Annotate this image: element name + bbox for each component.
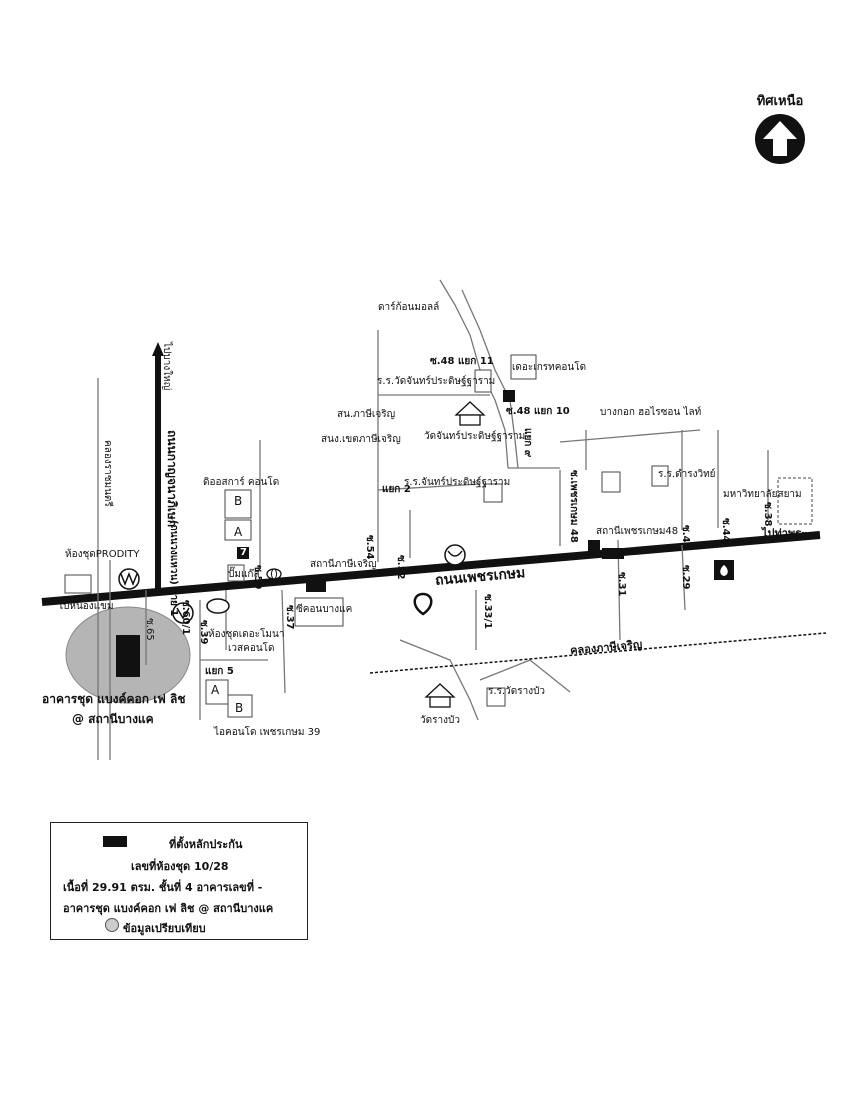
legend-collateral: ที่ตั้งหลักประกัน <box>169 838 243 851</box>
school-rangbua-label: ร.ร.วัดรางบัว <box>488 686 546 697</box>
seacon-label: ซีคอนบางแค <box>296 604 353 615</box>
soi-48-label: ซ.เพชรเกษม 48 <box>568 470 579 543</box>
yaek-2-label: แยก 2 <box>382 484 411 495</box>
scb-logo-icon <box>118 568 140 590</box>
kasikorn-logo-icon <box>444 544 466 566</box>
ratchamontri-canal-label: คลองราชมนตรี <box>102 440 113 507</box>
legend-room-no: เลขที่ห้องชุด 10/28 <box>131 860 229 873</box>
kanchana-arrow-head <box>152 342 164 356</box>
north-arrow-icon <box>755 114 805 164</box>
siam-uni-label: มหาวิทยาลัยสยาม <box>723 489 802 500</box>
bangkok-horizon-label: บางกอก ฮอไรซอน ไลท์ <box>600 407 702 418</box>
bangkok-bank-logo-icon <box>413 592 433 616</box>
seven-eleven-icon-3 <box>588 540 600 552</box>
wat-rangbua-label: วัดรางบัว <box>420 715 460 726</box>
dark-moon-label: ดาร์ก้อนมอลล์ <box>378 302 440 313</box>
soi-39-label: ซ.39 <box>198 620 209 645</box>
soi-31-label: ซ.31 <box>616 572 627 597</box>
school-chan-label: ร.ร.จันทร์ประดิษฐ์ฐาราม <box>404 477 511 488</box>
phasi-station-marker <box>306 581 326 592</box>
phetkasem-road <box>41 531 821 606</box>
kanchana-road-suffix: (ถนนวงแหวน) สาย 1 <box>168 520 179 617</box>
to-thapra-label: ไปท่าพระ <box>762 527 808 540</box>
soi-37-label: ซ.37 <box>284 605 295 630</box>
i-condo-b-label: B <box>235 701 244 715</box>
soi-44-label: ซ.44 <box>720 518 731 543</box>
phasi-station-label: สถานีภาษีเจริญ <box>310 559 377 570</box>
phetkasem48-station-label: สถานีเพชรเกษม48 <box>596 526 679 537</box>
the-mina-label: ห้องชุดเดอะโมนา <box>208 629 285 640</box>
wat-chan-label: วัดจันทร์ประดิษฐ์ฐาราม <box>424 431 526 442</box>
d-condo-label: ดิออสการ์ คอนโด <box>203 477 280 488</box>
the-gate-label: เดอะเกรทคอนโด <box>512 362 587 373</box>
phasi-office-label: สน.ภาษีเจริญ <box>337 409 396 420</box>
i-condo-a-label: A <box>211 683 220 697</box>
soi-48-11-label: ซ.48 แยก 11 <box>430 356 494 367</box>
to-nongkhaem-label: ไปหนองแขม <box>58 601 114 612</box>
temple-icon-wat-chan <box>454 401 486 426</box>
legend-building: อาคารชุด แบงค์คอก เฟ ลิช @ สถานีบางแค <box>63 902 274 915</box>
legend-comparison-swatch <box>105 918 119 932</box>
building-outlines <box>64 354 813 718</box>
school-darunwit-label: ร.ร.ดำรงวิทย์ <box>658 469 716 480</box>
esso-logo-icon <box>206 598 230 614</box>
soi-46-label: ซ.46 <box>680 525 691 550</box>
temple-icon-wat-rangbua <box>424 683 456 708</box>
subject-title: อาคารชุด แบงค์คอก เฟ ลิช <box>42 692 186 706</box>
phetkasem48-station-marker <box>602 548 624 559</box>
north-label: ทิศเหนือ <box>756 94 804 109</box>
phasi-district-label: สนง.เขตภาษีเจริญ <box>321 434 401 445</box>
seven-eleven-label: 7 <box>240 547 247 558</box>
soi-48-10-label: ซ.48 แยก 10 <box>506 406 570 417</box>
krungthai-logo-icon <box>172 602 194 624</box>
the-mina2-label: เวสคอนโด <box>228 643 275 654</box>
soi-52-label: ซ.52 <box>395 555 406 580</box>
phasi-charoen-canal <box>369 632 827 674</box>
seven-eleven-icon-2 <box>503 390 515 402</box>
soi-29-label: ซ.29 <box>680 565 691 590</box>
soi-38-label: ซ.38 <box>762 502 773 527</box>
school-wat-chan-label: ร.ร.วัดจันทร์ประดิษฐ์ฐาราม <box>377 376 496 387</box>
kanchana-road-label: ถนนกาญจนาภิเษก <box>165 430 179 528</box>
legend-comparison: ข้อมูลเปรียบเทียบ <box>123 922 206 935</box>
seven-eleven-icon-1 <box>237 547 249 559</box>
to-bangyai-label: ไปบางใหญ่ <box>161 342 172 391</box>
legend-collateral-swatch <box>103 836 127 847</box>
yaek-5-label: แยก 5 <box>205 666 234 677</box>
north-indicator: ทิศเหนือ <box>750 95 810 170</box>
gas-station-label: ปั๊มแก๊ส <box>228 569 260 580</box>
subject-subtitle: @ สถานีบางแค <box>72 712 154 726</box>
prodity-label: ห้องชุดPRODITY <box>65 549 140 560</box>
soi-54-label: ซ.54 <box>364 535 375 560</box>
toyota-logo-icon <box>266 568 282 580</box>
i-condo-label: ไอคอนโด เพชรเกษม 39 <box>214 727 321 738</box>
minor-roads <box>97 279 769 760</box>
d-condo-b-label: B <box>234 494 243 508</box>
legend-box: ที่ตั้งหลักประกัน เลขที่ห้องชุด 10/28 เน… <box>50 822 308 940</box>
soi-60-1-label: ซ.60/1 <box>180 600 191 636</box>
soi-33-1-label: ซ.33/1 <box>482 594 493 630</box>
d-condo-a-label: A <box>234 525 243 539</box>
collateral-building <box>116 635 140 677</box>
bank-square-logo-icon <box>714 560 734 580</box>
soi-small-label: ซ.65 <box>144 618 155 641</box>
legend-area: เนื้อที่ 29.91 ตรม. ชั้นที่ 4 อาคารเลขที… <box>63 881 263 894</box>
